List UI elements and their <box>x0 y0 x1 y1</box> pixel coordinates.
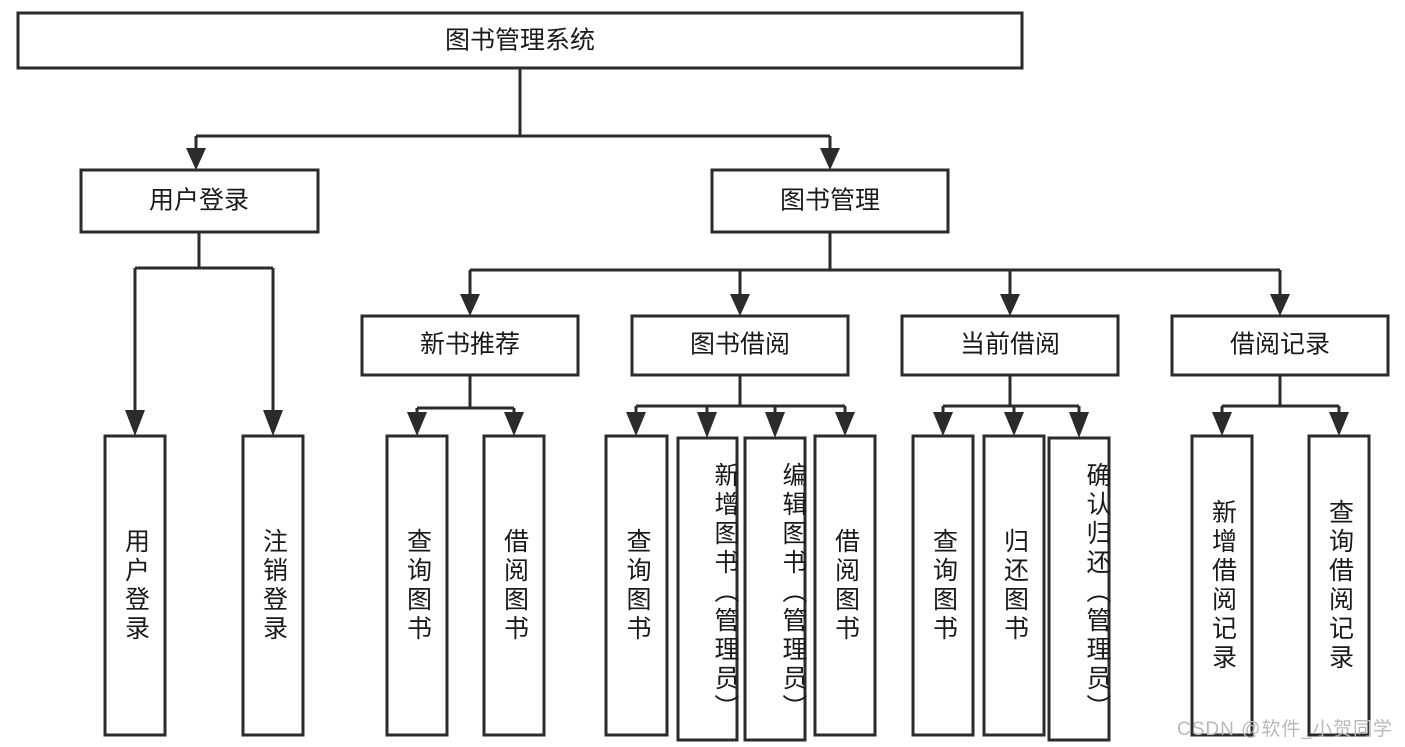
leaf-box-return-book[interactable] <box>982 434 1046 737</box>
leaf-box-edit-book-admin[interactable] <box>743 436 807 742</box>
arrow-head-book-borrow <box>730 294 750 316</box>
node-borrow-record-box[interactable] <box>1170 314 1390 377</box>
leaf-box-user-login[interactable] <box>103 434 167 737</box>
arrow-head-borrow-record <box>1270 294 1290 316</box>
arrow-head-borrow-edit-book <box>765 412 785 438</box>
node-new-book-recommend-box[interactable] <box>360 314 580 377</box>
leaf-box-rec-borrow-book[interactable] <box>482 434 546 737</box>
arrow-head-rec-borrow-book <box>504 412 524 436</box>
node-user-login[interactable]: 用户登录 <box>79 168 320 234</box>
leaf-box-borrow-book[interactable] <box>813 434 877 737</box>
node-new-book-recommend[interactable]: 新书推荐 <box>360 314 580 377</box>
node-user-login-label: 用户登录 <box>149 187 249 215</box>
node-book-borrow[interactable]: 图书借阅 <box>630 314 850 377</box>
node-book-management-label: 图书管理 <box>780 187 880 215</box>
node-current-borrow-label: 当前借阅 <box>960 331 1060 359</box>
arrow-head-leaf-user-login <box>125 410 145 436</box>
leaf-box-logout[interactable] <box>241 434 305 737</box>
node-root-box[interactable] <box>16 11 1024 70</box>
arrow-head-current-return-book <box>1004 412 1024 436</box>
arrow-head-rec-query-book <box>407 412 427 436</box>
leaf-box-add-borrow-record[interactable] <box>1190 434 1254 737</box>
node-root-label: 图书管理系统 <box>445 27 595 55</box>
leaf-box-query-borrow-record[interactable] <box>1307 434 1371 737</box>
node-book-borrow-box[interactable] <box>630 314 850 377</box>
arrow-head-current-query-book <box>933 412 953 436</box>
arrow-head-current-confirm-return <box>1069 412 1089 438</box>
arrow-head-borrow-query-book <box>626 412 646 436</box>
node-current-borrow[interactable]: 当前借阅 <box>900 314 1120 377</box>
arrow-head-borrow-add-book <box>697 412 717 438</box>
leaf-box-current-query-book[interactable] <box>911 434 975 737</box>
csdn-watermark: CSDN @软件_小贺同学 <box>1177 719 1393 740</box>
arrow-head-record-query <box>1329 412 1349 436</box>
node-book-management-box[interactable] <box>710 168 950 234</box>
leaf-box-add-book-admin[interactable] <box>676 436 739 742</box>
arrow-head-user-login <box>186 148 206 170</box>
arrow-head-leaf-logout <box>263 410 283 436</box>
leaf-box-rec-query-book[interactable] <box>385 434 449 737</box>
node-user-login-box[interactable] <box>79 168 320 234</box>
connector-layer <box>125 68 1349 438</box>
arrow-head-book-manage <box>820 148 840 170</box>
node-root[interactable]: 图书管理系统 <box>16 11 1024 70</box>
leaf-box-borrow-query-book[interactable] <box>604 434 669 737</box>
node-book-borrow-label: 图书借阅 <box>690 331 790 359</box>
node-borrow-record[interactable]: 借阅记录 <box>1170 314 1390 377</box>
node-current-borrow-box[interactable] <box>900 314 1120 377</box>
node-book-management[interactable]: 图书管理 <box>710 168 950 234</box>
arrow-head-record-add <box>1212 412 1232 436</box>
node-new-book-recommend-label: 新书推荐 <box>420 331 520 359</box>
node-borrow-record-label: 借阅记录 <box>1230 331 1330 359</box>
leaf-box-confirm-return-admin[interactable] <box>1047 436 1111 742</box>
arrow-head-current-borrow <box>1000 294 1020 316</box>
leaf-box-layer <box>103 434 1371 742</box>
arrow-head-new-book-rec <box>460 294 480 316</box>
arrow-head-borrow-borrow-book <box>835 412 855 436</box>
